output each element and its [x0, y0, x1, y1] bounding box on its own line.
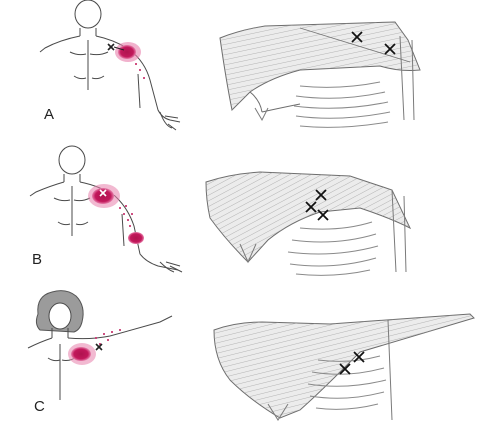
body-figure-a	[40, 0, 180, 130]
muscle-illustration-a	[220, 22, 420, 127]
referred-pain-zone-b	[88, 184, 144, 244]
panel-label-a: A	[44, 106, 54, 123]
referred-pain-zone-c	[68, 329, 121, 365]
trigger-point-marker-c1	[96, 344, 102, 350]
panel-label-c: C	[34, 398, 45, 415]
muscle-illustration-b	[206, 172, 410, 275]
panel-label-b: B	[32, 251, 42, 268]
body-figure-b	[30, 146, 182, 272]
panel-b	[30, 146, 410, 275]
trigger-point-marker-a1	[108, 44, 114, 50]
panel-c	[28, 291, 474, 420]
panel-a	[40, 0, 420, 130]
